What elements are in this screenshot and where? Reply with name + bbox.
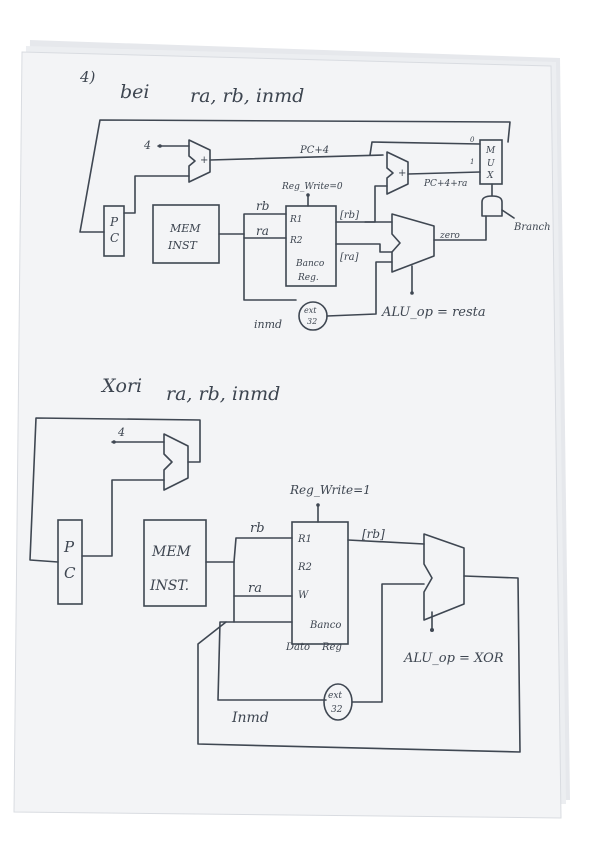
rb-value-label: [rb] <box>340 210 359 221</box>
svg-text:rb: rb <box>256 199 269 213</box>
mem-inst-label: MEM <box>151 544 192 560</box>
bottom-diagram: Xori ra, rb, inmd P C MEM INST. 4 R1 R2 … <box>29 375 521 753</box>
register-bank <box>291 521 349 645</box>
svg-text:INST: INST <box>167 239 199 252</box>
svg-text:M: M <box>485 146 496 156</box>
pc-source-mux <box>479 139 503 185</box>
svg-text:X: X <box>486 171 494 181</box>
svg-text:1: 1 <box>470 158 474 166</box>
svg-text:ra: ra <box>256 224 269 238</box>
svg-text:Reg: Reg <box>321 642 342 653</box>
mem-inst-label: MEM <box>169 222 201 235</box>
svg-text:ext: ext <box>328 691 342 701</box>
rb-value-label: [rb] <box>362 527 385 541</box>
instruction-title: Xori <box>100 375 142 397</box>
write-back-wire <box>197 575 521 753</box>
svg-text:R2: R2 <box>289 236 303 246</box>
svg-text:R1: R1 <box>297 534 312 545</box>
write-register-label: W <box>298 590 309 601</box>
alu-op-label: ALU_op = resta <box>381 305 486 320</box>
pc-feedback-wire <box>79 119 511 233</box>
svg-text:R1: R1 <box>289 215 303 225</box>
instruction-operands: ra, rb, inmd <box>166 383 280 405</box>
instruction-operands: ra, rb, inmd <box>190 85 304 107</box>
svg-text:C: C <box>110 231 119 245</box>
register-bank <box>285 205 337 287</box>
banco-label: Banco <box>295 259 325 269</box>
svg-text:U: U <box>487 159 495 169</box>
top-alu <box>391 213 435 273</box>
constant-four: 4 <box>143 139 151 152</box>
instruction-memory <box>143 519 207 607</box>
svg-text:Reg.: Reg. <box>297 273 319 283</box>
bottom-alu <box>423 533 465 621</box>
pc-label: P <box>109 215 119 229</box>
branch-and-gate <box>481 195 503 217</box>
svg-text:+: + <box>200 155 208 166</box>
instruction-title: bei <box>120 81 149 103</box>
svg-text:C: C <box>64 564 76 582</box>
svg-text:R2: R2 <box>297 562 312 573</box>
alu-op-label: ALU_op = XOR <box>403 651 504 666</box>
svg-text:INST.: INST. <box>149 578 189 594</box>
svg-text:+: + <box>398 168 406 179</box>
pc4-plus-ra-label: PC+4+ra <box>423 179 467 189</box>
pc-plus-4-label: PC+4 <box>299 145 329 156</box>
branch-label: Branch <box>513 222 551 233</box>
inmd-label: Inmd <box>231 710 269 726</box>
pc-feedback-wire <box>29 417 201 563</box>
zero-label: zero <box>439 231 460 241</box>
inmd-label: inmd <box>254 318 282 331</box>
dato-label: Dato <box>285 642 310 653</box>
svg-text:32: 32 <box>331 705 343 715</box>
paper-sheet <box>13 51 562 819</box>
constant-four: 4 <box>117 426 125 439</box>
banco-label: Banco <box>309 620 341 631</box>
pc-adder <box>188 139 211 183</box>
svg-text:ra: ra <box>248 581 262 596</box>
top-diagram: 4) bei ra, rb, inmd P C MEM INST + 4 PC+… <box>79 68 551 331</box>
problem-number: 4) <box>79 68 96 86</box>
pc-label: P <box>63 538 75 556</box>
svg-text:rb: rb <box>250 521 265 536</box>
svg-text:ext: ext <box>304 306 317 315</box>
reg-write-label: Reg_Write=0 <box>281 182 343 192</box>
svg-text:0: 0 <box>470 136 475 144</box>
ra-value-label: [ra] <box>340 252 359 263</box>
pc-register <box>103 205 125 257</box>
svg-text:32: 32 <box>307 317 317 326</box>
reg-write-label: Reg_Write=1 <box>289 483 371 497</box>
